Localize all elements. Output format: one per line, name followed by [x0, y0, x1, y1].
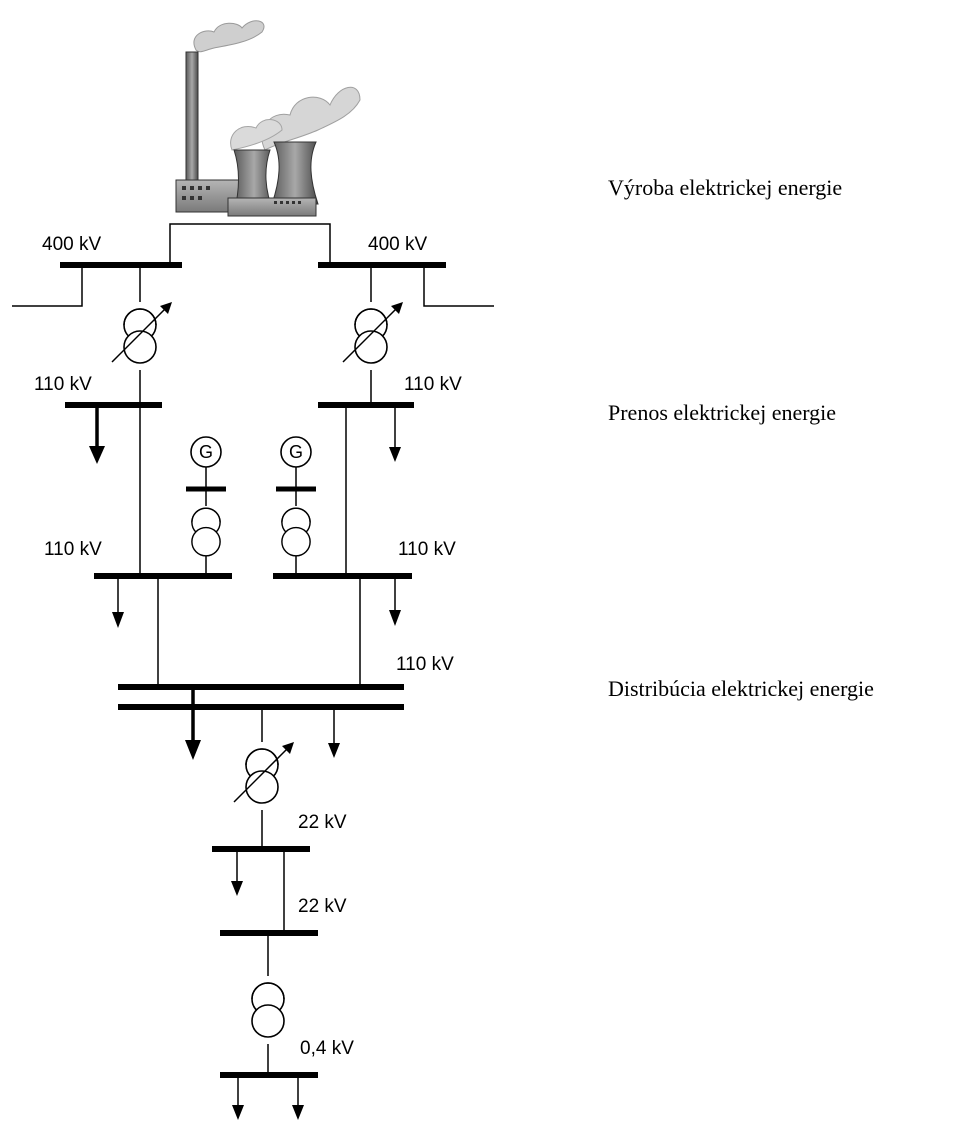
label-400kv-left: 400 kV	[42, 234, 101, 255]
section-transmission-label: Prenos elektrickej energie	[608, 400, 836, 425]
power-plant-icon	[175, 20, 361, 217]
label-22kv-lower: 22 kV	[298, 896, 347, 917]
load-arrow-icon	[389, 405, 401, 462]
load-arrow-icon	[389, 576, 401, 626]
label-110kv-upper-right: 110 kV	[404, 374, 462, 395]
line-plant-to-400kv	[169, 223, 331, 264]
label-04kv: 0,4 kV	[300, 1038, 354, 1059]
load-arrow-icon	[89, 405, 105, 464]
load-arrow-icon	[292, 1075, 304, 1120]
label-22kv-upper: 22 kV	[298, 812, 347, 833]
label-110kv-mid-left: 110 kV	[44, 539, 102, 560]
load-arrow-icon	[328, 707, 340, 758]
label-110kv-dist: 110 kV	[396, 654, 454, 675]
transformer-icon	[191, 507, 221, 557]
section-generation-label: Výroba elektrickej energie	[608, 175, 842, 200]
regulating-transformer-icon	[233, 742, 294, 804]
load-arrow-icon	[232, 1075, 244, 1120]
line-400kv-right-external	[423, 265, 494, 307]
label-400kv-right: 400 kV	[368, 234, 427, 255]
transformer-icon	[251, 982, 285, 1038]
transformer-icon	[281, 507, 311, 557]
generator-icon: G	[190, 436, 222, 468]
line-400kv-left-external	[12, 265, 83, 307]
generator-right-letter: G	[289, 442, 303, 462]
generator-left-letter: G	[199, 442, 213, 462]
load-arrow-icon	[112, 576, 124, 628]
regulating-transformer-icon	[342, 302, 403, 364]
label-110kv-upper-left: 110 kV	[34, 374, 92, 395]
load-arrow-icon	[185, 687, 201, 760]
load-arrow-icon	[231, 849, 243, 896]
label-110kv-mid-right: 110 kV	[398, 539, 456, 560]
section-distribution-label: Distribúcia elektrickej energie	[608, 676, 874, 701]
generator-icon: G	[280, 436, 312, 468]
regulating-transformer-icon	[111, 302, 172, 364]
